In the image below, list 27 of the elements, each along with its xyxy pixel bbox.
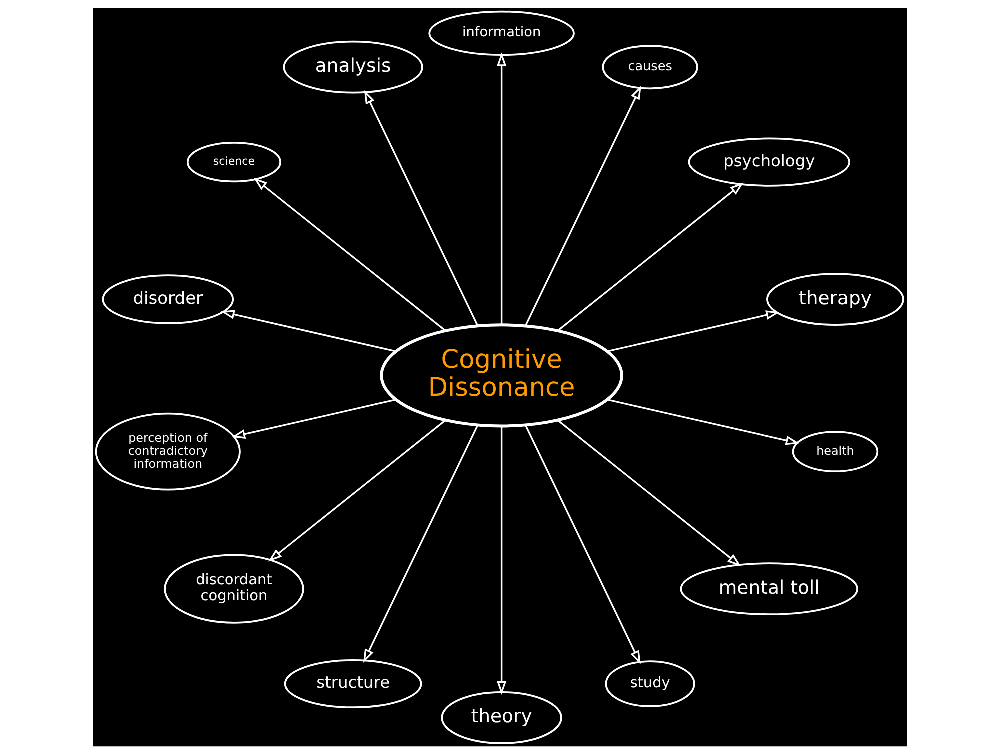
node-ellipse: health bbox=[792, 431, 879, 473]
node-ellipse: science bbox=[186, 142, 282, 183]
node-ellipse: structure bbox=[284, 660, 422, 709]
arrow bbox=[254, 178, 446, 332]
node-ellipse: mental toll bbox=[680, 562, 859, 616]
arrow bbox=[525, 86, 642, 326]
node-ellipse: Cognitive Dissonance bbox=[380, 324, 624, 428]
arrow bbox=[364, 90, 479, 326]
arrow bbox=[363, 425, 479, 663]
node-ellipse: causes bbox=[602, 45, 698, 90]
node-ellipse: study bbox=[605, 660, 696, 708]
node-ellipse: psychology bbox=[688, 138, 851, 187]
arrow bbox=[221, 310, 396, 352]
arrow bbox=[525, 425, 641, 664]
arrow bbox=[497, 426, 507, 696]
node-ellipse: information bbox=[428, 10, 575, 56]
arrow bbox=[497, 52, 507, 325]
arrow bbox=[607, 310, 780, 352]
arrow bbox=[558, 420, 742, 567]
arrow bbox=[558, 182, 744, 332]
arrow bbox=[607, 398, 800, 446]
node-ellipse: theory bbox=[441, 692, 562, 744]
node-ellipse: perception of contradictory information bbox=[95, 412, 241, 491]
node-ellipse: discordant cognition bbox=[164, 554, 304, 624]
node-ellipse: analysis bbox=[283, 40, 424, 94]
arrow bbox=[232, 398, 396, 439]
arrow bbox=[268, 420, 446, 562]
